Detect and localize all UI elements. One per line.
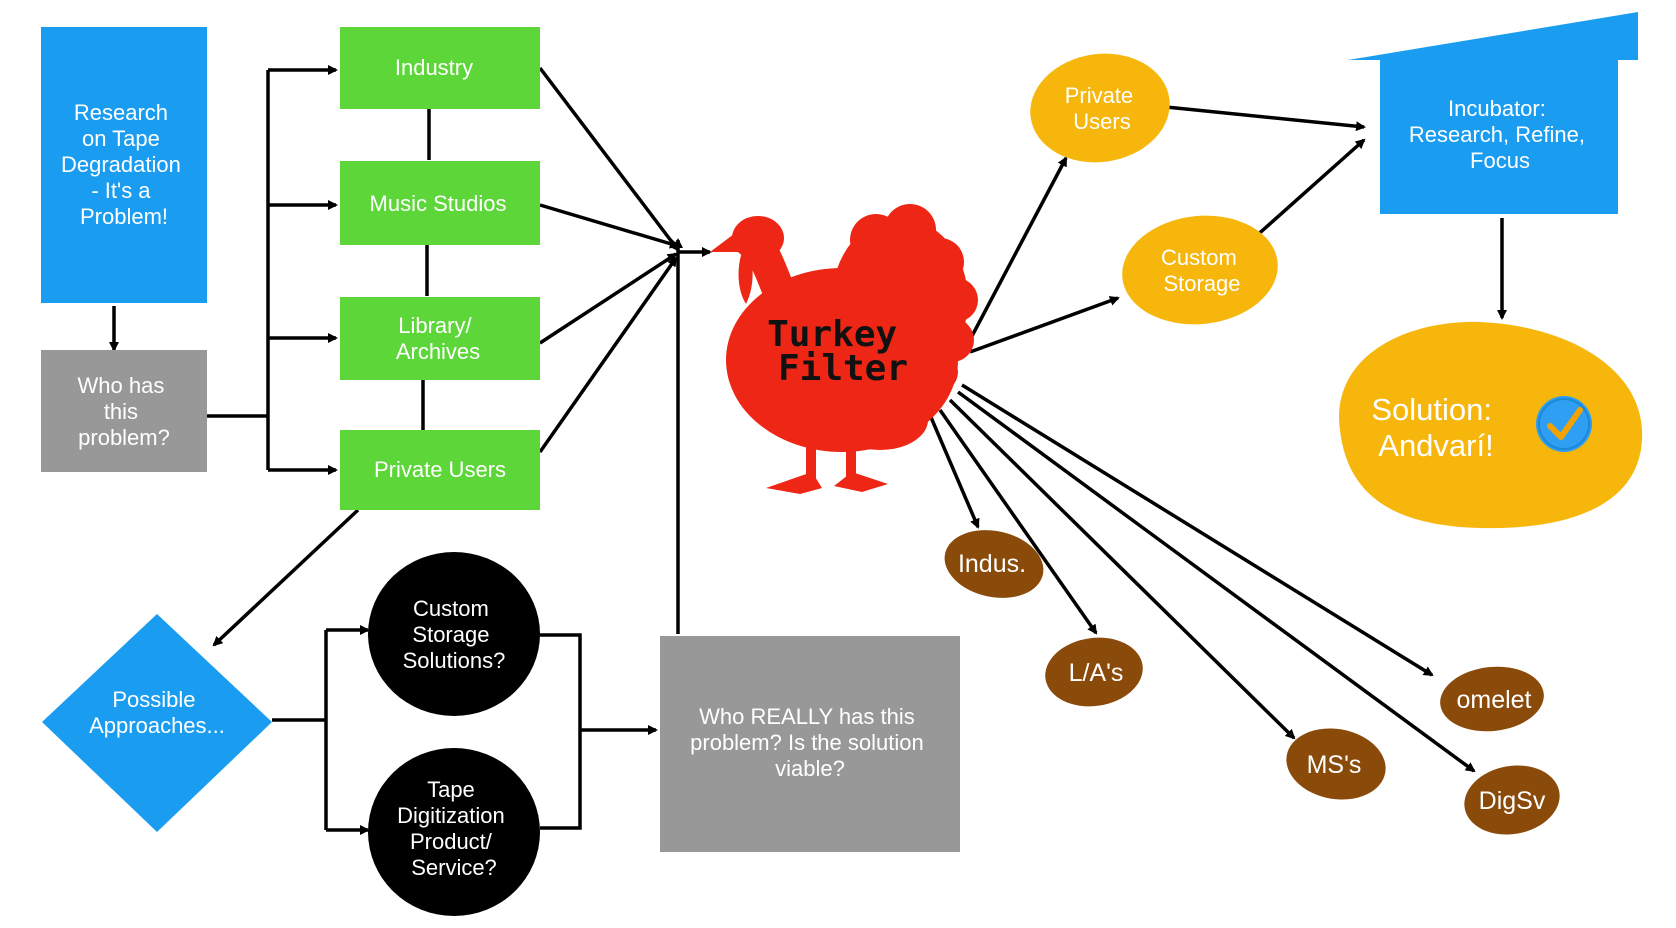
- tape-digitization-label: Tape Digitization Product/ Service?: [397, 777, 511, 880]
- omelet-egg: omelet: [1440, 666, 1544, 732]
- incubator-house: Incubator: Research, Refine, Focus: [1348, 12, 1638, 214]
- digsv-egg: DigSv: [1464, 765, 1560, 835]
- possible-approaches-diamond: Possible Approaches...: [42, 614, 272, 832]
- industry-box: Industry: [340, 27, 540, 109]
- edge-turkey-to-indus: [928, 414, 980, 529]
- edge-turkey-to-ms: [948, 398, 1296, 740]
- svg-text:Turkey Filter: Turkey Filter: [767, 314, 919, 389]
- connector-lines: [109, 65, 1507, 835]
- indus-label: Indus.: [958, 550, 1026, 578]
- edge-turkey-to-custom-yellow: [969, 296, 1120, 354]
- edge-custom-yellow-to-incubator: [1252, 138, 1366, 240]
- who-has-box-label: Who has this problem?: [78, 373, 171, 450]
- ms-label: MS's: [1307, 751, 1362, 779]
- solution-egg: Solution: Andvarí!: [1339, 321, 1643, 529]
- edge-industry-to-filter: [538, 66, 680, 252]
- custom-storage-solutions-label: Custom Storage Solutions?: [403, 596, 506, 673]
- edge-private-to-approaches: [212, 508, 360, 647]
- edge-turkey-to-private-yellow: [970, 156, 1068, 337]
- edge-private-yellow-to-incubator: [1165, 105, 1366, 132]
- private-users-green-box-label: Private Users: [374, 457, 506, 482]
- private-users-yellow-egg: Private Users: [1030, 53, 1170, 163]
- private-users-yellow-label: Private Users: [1065, 83, 1140, 134]
- edge-turkey-to-omelet: [961, 383, 1434, 677]
- la-label: L/A's: [1069, 659, 1124, 687]
- checkmark-badge-icon: [1536, 396, 1592, 452]
- solution-label: Solution: Andvarí!: [1371, 392, 1500, 463]
- edge-turkey-to-la: [938, 408, 1098, 635]
- who-really-box-label: Who REALLY has this problem? Is the solu…: [690, 704, 930, 781]
- incubator-label: Incubator: Research, Refine, Focus: [1409, 96, 1591, 173]
- edge-library-to-filter: [539, 252, 678, 345]
- digsv-label: DigSv: [1479, 787, 1546, 815]
- who-really-box: Who REALLY has this problem? Is the solu…: [660, 636, 960, 852]
- music-studios-box-label: Music Studios: [370, 191, 507, 216]
- ms-egg: MS's: [1286, 728, 1386, 800]
- custom-storage-yellow-label: Custom Storage: [1161, 245, 1243, 296]
- turkey-icon: [710, 204, 978, 494]
- edge-music-to-filter: [539, 203, 680, 249]
- omelet-label: omelet: [1456, 686, 1531, 714]
- research-box-label: Research on Tape Degradation - It's a Pr…: [61, 100, 187, 229]
- edge-turkey-to-digsv: [956, 390, 1476, 773]
- private-users-green-box: Private Users: [340, 430, 540, 510]
- possible-approaches-label: Possible Approaches...: [89, 687, 225, 738]
- who-has-box: Who has this problem?: [41, 350, 207, 472]
- edge-custom-to-merge: [540, 633, 582, 830]
- research-box: Research on Tape Degradation - It's a Pr…: [41, 27, 207, 303]
- indus-egg: Indus.: [944, 530, 1044, 598]
- library-archives-box-label: Library/ Archives: [396, 313, 480, 364]
- library-archives-box: Library/ Archives: [340, 297, 540, 380]
- turkey-filter-label: Turkey Filter: [767, 314, 919, 389]
- la-egg: L/A's: [1045, 637, 1143, 707]
- industry-box-label: Industry: [395, 55, 473, 80]
- custom-storage-yellow-egg: Custom Storage: [1122, 215, 1278, 325]
- music-studios-box: Music Studios: [340, 161, 540, 245]
- tape-digitization-circle: Tape Digitization Product/ Service?: [368, 748, 540, 916]
- custom-storage-solutions-circle: Custom Storage Solutions?: [368, 552, 540, 716]
- edge-private-to-filter: [538, 256, 678, 454]
